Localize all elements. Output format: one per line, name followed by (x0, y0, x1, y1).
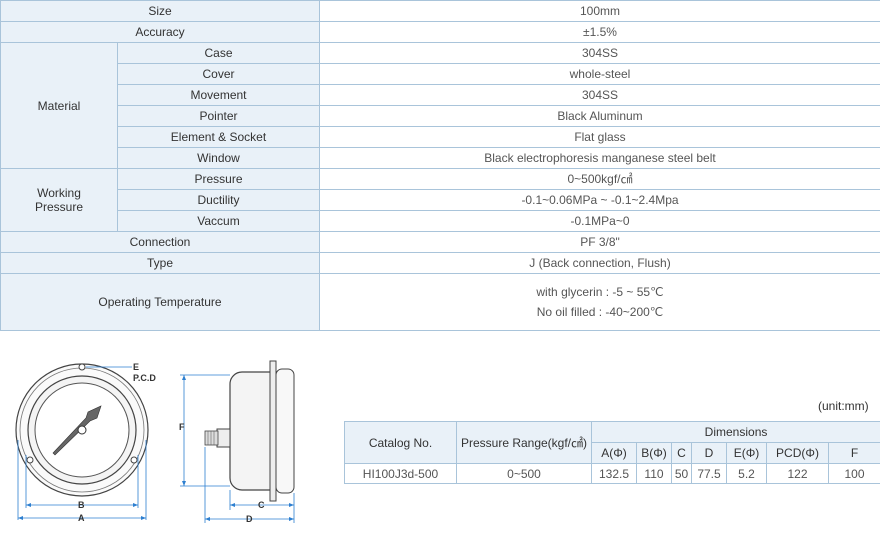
table-row: HI100J3d-500 0~500 132.5 110 50 77.5 5.2… (344, 463, 880, 484)
label-pcd: P.C.D (133, 373, 156, 383)
spec-row-vaccum: Vaccum -0.1MPa~0 (1, 210, 880, 232)
element-socket-label: Element & Socket (117, 126, 320, 148)
size-value: 100mm (319, 0, 880, 22)
spec-row-operating-temperature: Operating Temperature with glycerin : -5… (0, 273, 880, 331)
spec-row-pressure: Working Pressure Pressure 0~500kgf/㎠ (0, 168, 880, 232)
b-value: 110 (636, 463, 672, 484)
label-d: D (246, 514, 253, 524)
mounting-hole-top (78, 363, 86, 371)
dimensions-table: Catalog No. Pressure Range(kgf/㎠) Dimens… (344, 421, 880, 484)
dimensions-header: Dimensions (590, 421, 880, 443)
gauge-pointer (52, 405, 102, 456)
range-value: 0~500 (456, 463, 592, 484)
working-pressure-label: Working Pressure (0, 168, 118, 232)
col-pcd-header: PCD(Φ) (766, 442, 829, 464)
col-d-header: D (691, 442, 727, 464)
type-value: J (Back connection, Flush) (319, 252, 880, 274)
vaccum-value: -0.1MPa~0 (319, 210, 880, 232)
spec-row-type: Type J (Back connection, Flush) (0, 252, 880, 274)
unit-label: (unit:mm) (818, 399, 869, 413)
ductility-value: -0.1~0.06MPa ~ -0.1~2.4Mpa (319, 189, 880, 211)
operating-temperature-value: with glycerin : -5 ~ 55℃ No oil filled :… (319, 273, 880, 331)
cover-label: Cover (117, 63, 320, 85)
mounting-hole-right (130, 456, 138, 464)
pcd-value: 122 (766, 463, 829, 484)
label-e: E (133, 362, 139, 372)
col-b-header: B(Φ) (636, 442, 672, 464)
label-c: C (258, 500, 265, 510)
size-label: Size (0, 0, 320, 22)
pressure-value: 0~500kgf/㎠ (319, 168, 880, 190)
gauge-front-view: E P.C.D B A (15, 362, 156, 523)
label-b: B (78, 500, 85, 510)
dims-header-row-1: Catalog No. Pressure Range(kgf/㎠) Dimens… (344, 421, 880, 464)
label-a: A (78, 513, 85, 523)
range-header: Pressure Range(kgf/㎠) (456, 421, 592, 464)
accuracy-value: ±1.5% (319, 21, 880, 43)
a-value: 132.5 (591, 463, 637, 484)
catalog-header: Catalog No. (344, 421, 457, 464)
mounting-hole-left (26, 456, 34, 464)
spec-row-movement: Movement 304SS (1, 84, 880, 106)
operating-temperature-label: Operating Temperature (0, 273, 320, 331)
pressure-label: Pressure (117, 168, 320, 190)
connection-label: Connection (0, 231, 320, 253)
d-value: 77.5 (691, 463, 727, 484)
pointer-label: Pointer (117, 105, 320, 127)
movement-label: Movement (117, 84, 320, 106)
case-label: Case (117, 42, 320, 64)
vaccum-label: Vaccum (117, 210, 320, 232)
col-c-header: C (671, 442, 692, 464)
case-value: 304SS (319, 42, 880, 64)
spec-table: Size 100mm Accuracy ±1.5% Material Case … (0, 0, 880, 331)
temperature-no-oil: No oil filled : -40~200℃ (536, 305, 664, 319)
window-label: Window (117, 147, 320, 169)
spec-row-case: Material Case 304SS (0, 42, 880, 169)
catalog-value: HI100J3d-500 (344, 463, 457, 484)
connection-value: PF 3/8" (319, 231, 880, 253)
spec-row-ductility: Ductility -0.1~0.06MPa ~ -0.1~2.4Mpa (1, 189, 880, 211)
spec-row-window: Window Black electrophoresis manganese s… (1, 147, 880, 169)
ductility-label: Ductility (117, 189, 320, 211)
col-a-header: A(Φ) (591, 442, 637, 464)
spec-row-pointer: Pointer Black Aluminum (1, 105, 880, 127)
pointer-hub (77, 425, 87, 435)
col-e-header: E(Φ) (726, 442, 767, 464)
window-value: Black electrophoresis manganese steel be… (319, 147, 880, 169)
e-value: 5.2 (726, 463, 767, 484)
spec-row-element-socket: Element & Socket Flat glass (1, 126, 880, 148)
col-f-header: F (827, 442, 880, 464)
spec-row-cover: Cover whole-steel (1, 63, 880, 85)
working-pressure-line1: Working (37, 186, 81, 200)
movement-value: 304SS (319, 84, 880, 106)
spec-row-accuracy: Accuracy ±1.5% (0, 21, 880, 43)
spec-row-connection: Connection PF 3/8" (0, 231, 880, 253)
gauge-side-view: F C D (179, 360, 295, 524)
spec-row-size: Size 100mm (0, 0, 880, 22)
c-value: 50 (671, 463, 692, 484)
cover-value: whole-steel (319, 63, 880, 85)
type-label: Type (0, 252, 320, 274)
working-pressure-line2: Pressure (34, 200, 84, 214)
label-f: F (179, 422, 185, 432)
f-value: 100 (827, 463, 880, 484)
accuracy-label: Accuracy (0, 21, 320, 43)
dims-header-row-2: A(Φ) B(Φ) C D E(Φ) PCD(Φ) F (345, 442, 880, 464)
gauge-drawing: E P.C.D B A F C (15, 360, 295, 524)
element-socket-value: Flat glass (319, 126, 880, 148)
temperature-glycerin: with glycerin : -5 ~ 55℃ (536, 285, 664, 299)
material-label: Material (0, 42, 118, 169)
pointer-value: Black Aluminum (319, 105, 880, 127)
